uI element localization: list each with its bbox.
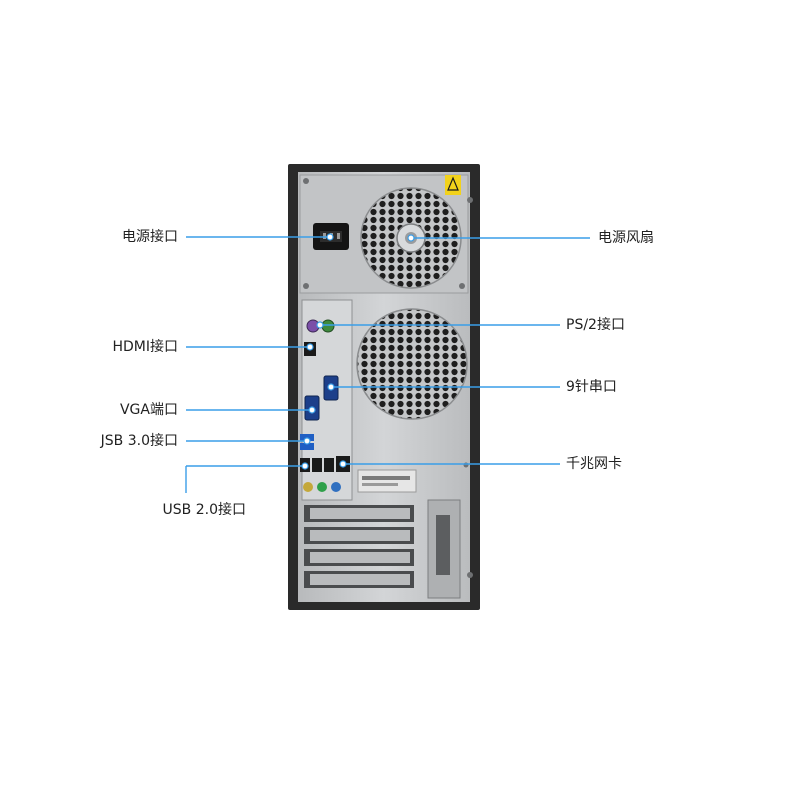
audio-jack-line-in [303,482,313,492]
audio-jack-line-out [317,482,327,492]
label-gigabit-nic: 千兆网卡 [566,456,622,472]
serial-sticker [357,469,417,493]
label-serial-port: 9针串口 [566,379,617,395]
label-power-socket: 电源接口 [122,229,178,245]
callout-dots [301,233,415,470]
usb2-port-3 [324,458,334,472]
usb2-port-2 [312,458,322,472]
label-usb3-port: JSB 3.0接口 [100,433,178,449]
label-usb2-port: USB 2.0接口 [162,502,246,518]
warning-triangle-icon [447,176,459,191]
label-vga-port: VGA端口 [119,402,178,418]
usb3-port-2 [300,443,314,450]
ps2-keyboard-port [321,319,335,333]
expansion-slots [304,505,414,588]
case-fan-grille [356,308,468,420]
audio-jack-mic [331,482,341,492]
label-hdmi-port: HDMI接口 [112,339,178,355]
label-ps2-port: PS/2接口 [566,317,625,333]
callout-lines [185,236,590,493]
label-power-fan: 电源风扇 [598,230,654,246]
